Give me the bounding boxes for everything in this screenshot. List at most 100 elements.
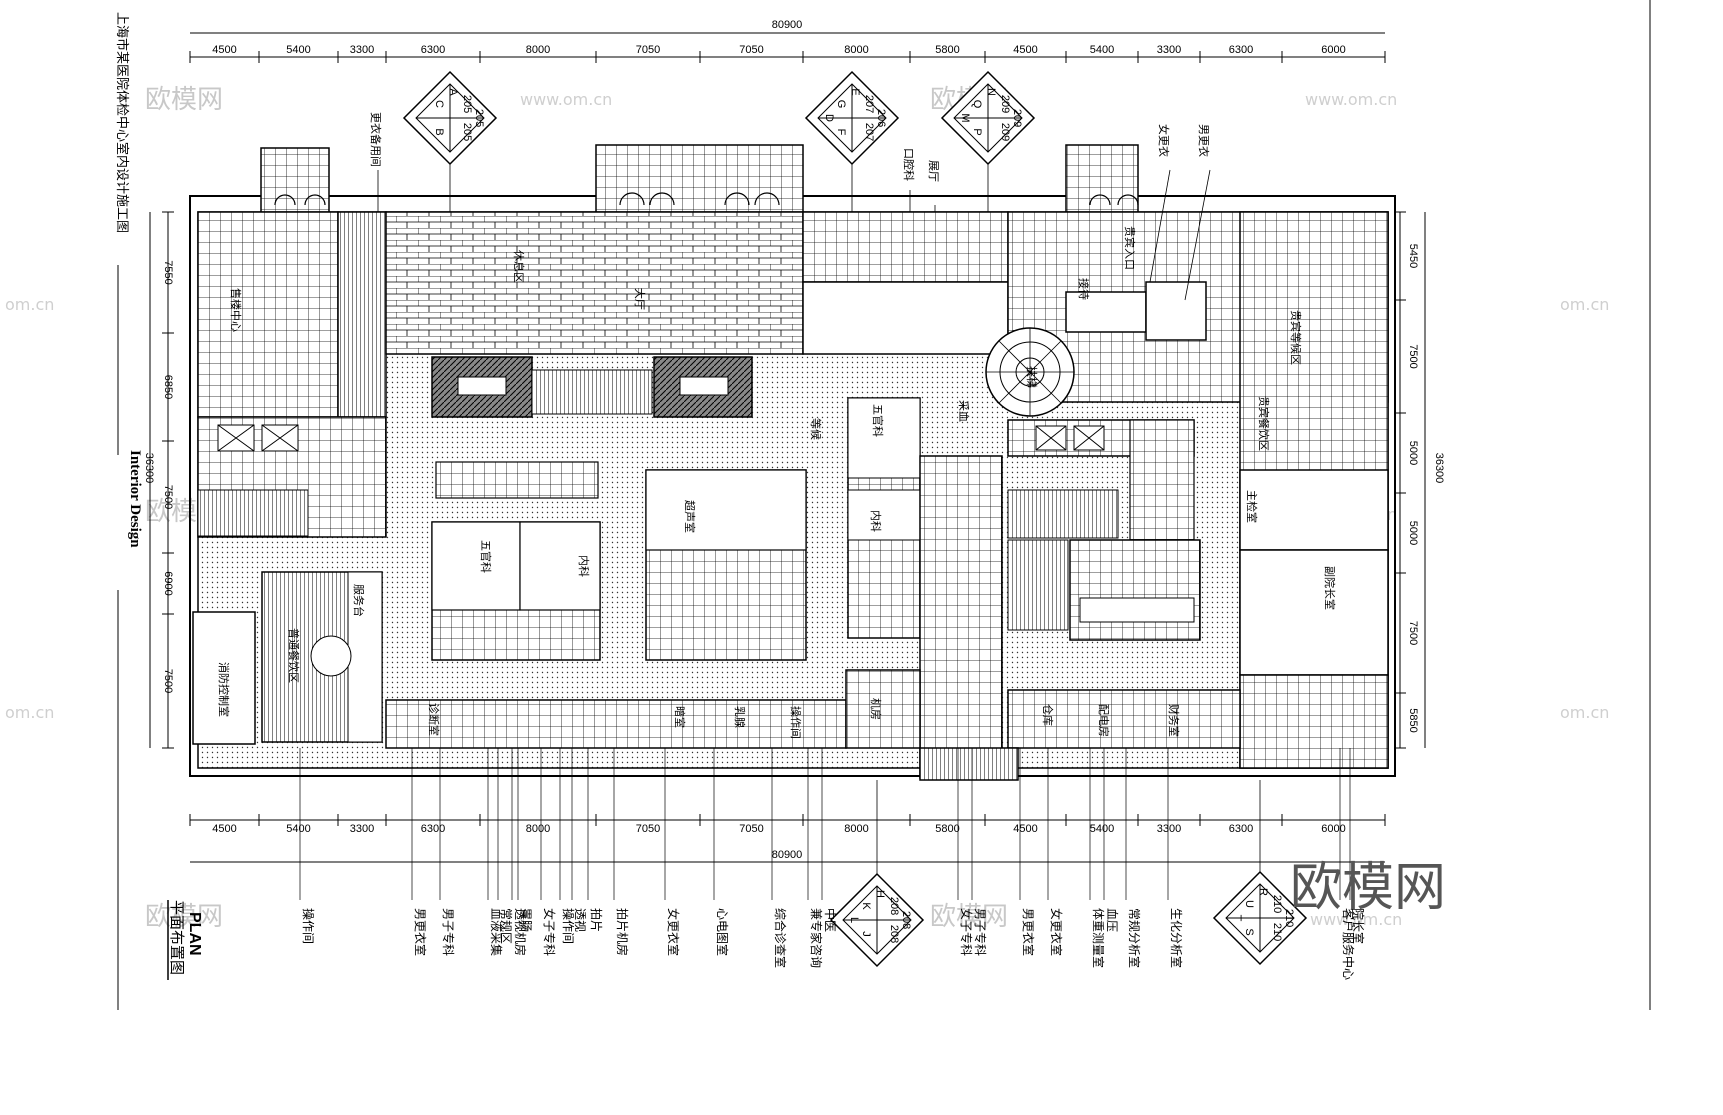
watermark-url: om.cn bbox=[5, 295, 54, 314]
dimension-value: 7050 bbox=[636, 44, 660, 56]
marker-code: N bbox=[985, 88, 997, 96]
marker-code: B bbox=[433, 128, 445, 135]
left-dimension-chain: 7550 6850 7500 6900 7500 bbox=[162, 211, 174, 749]
marker-code: L bbox=[848, 917, 860, 923]
dimension-value: 7500 bbox=[162, 669, 174, 693]
watermark-url: www.om.cn bbox=[1310, 910, 1402, 929]
dimension-value: 6000 bbox=[1321, 44, 1345, 56]
dimension-value: 6850 bbox=[162, 375, 174, 399]
dimension-value: 8000 bbox=[526, 44, 550, 56]
marker-code: 205 bbox=[461, 95, 473, 113]
callout-label: 综合诊查室 bbox=[773, 908, 788, 968]
dimension-value: 5400 bbox=[1090, 44, 1114, 56]
dimension-value: 7550 bbox=[162, 260, 174, 284]
dimension-value: 5400 bbox=[286, 823, 310, 835]
dimension-value: 4500 bbox=[212, 44, 236, 56]
marker-code: 205 bbox=[461, 123, 473, 141]
room-internal-2: 内科 bbox=[869, 510, 883, 532]
watermark-url: www.om.cn bbox=[1305, 90, 1397, 109]
marker-code: 210 bbox=[1271, 895, 1283, 913]
dimension-value: 5000 bbox=[1407, 441, 1419, 465]
callout-label: 常规分析室 bbox=[1127, 908, 1142, 968]
callout-label: 胃肠 bbox=[519, 908, 533, 932]
room-storage: 仓库 bbox=[1041, 704, 1055, 726]
room-ent-2: 五官科 bbox=[871, 404, 885, 437]
watermark-url: www.om.cn bbox=[520, 90, 612, 109]
dimension-value: 5450 bbox=[1407, 244, 1419, 268]
callout-label: 透视机房 bbox=[513, 908, 528, 956]
room-service-desk: 服务台 bbox=[352, 584, 366, 617]
marker-code: S bbox=[1243, 928, 1255, 935]
dimension-value: 8000 bbox=[526, 823, 550, 835]
room-vip-dining: 贵宾餐饮区 bbox=[1257, 396, 1271, 451]
marker-code: M bbox=[959, 113, 971, 122]
marker-code: P bbox=[971, 128, 983, 135]
marker-code: R bbox=[1257, 888, 1269, 896]
marker-code: H bbox=[874, 890, 886, 898]
marker-code: 208 bbox=[888, 925, 900, 943]
watermark-url: om.cn bbox=[1560, 703, 1609, 722]
room-internal-1: 内科 bbox=[577, 555, 591, 577]
dimension-value: 3300 bbox=[350, 823, 374, 835]
room-hall: 大厅 bbox=[633, 288, 647, 310]
watermark-url: om.cn bbox=[5, 703, 54, 722]
room-darkroom: 暗室 bbox=[673, 706, 687, 728]
dimension-value: 6900 bbox=[162, 571, 174, 595]
callout-label: 常规区 bbox=[499, 908, 514, 944]
marker-code: 209 bbox=[999, 95, 1011, 113]
callout-label: 女子专科 bbox=[542, 908, 557, 956]
callout-label: 生化分析室 bbox=[1169, 908, 1184, 968]
room-reception: 接待 bbox=[1077, 278, 1091, 300]
total-width-top: 80900 bbox=[772, 19, 803, 31]
room-rest-area: 休息区 bbox=[512, 250, 526, 283]
brand-watermark: 欧模网 bbox=[1290, 858, 1446, 918]
watermark-text: 欧模网 bbox=[930, 902, 1008, 932]
dimension-value: 3300 bbox=[350, 44, 374, 56]
room-female-changing: 女更衣 bbox=[1157, 124, 1171, 157]
marker-code: 210 bbox=[1283, 909, 1295, 927]
callout-label: 女子专科 bbox=[959, 908, 974, 956]
total-height-left: 36300 bbox=[143, 453, 155, 484]
dimension-value: 6300 bbox=[421, 44, 445, 56]
room-dental: 口腔科 bbox=[902, 148, 916, 181]
top-leaders bbox=[377, 169, 1211, 301]
watermark-text: 欧模网 bbox=[145, 85, 223, 115]
room-power: 配电房 bbox=[1097, 704, 1110, 737]
dimension-value: 7500 bbox=[162, 485, 174, 509]
plan-title-en: PLAN bbox=[186, 912, 203, 956]
marker-code: 209 bbox=[1011, 109, 1023, 127]
room-finance: 财务室 bbox=[1167, 704, 1181, 737]
callout-label: 操作间 bbox=[561, 908, 576, 944]
marker-code: G bbox=[835, 100, 847, 109]
dimension-value: 4500 bbox=[1013, 823, 1037, 835]
room-dining-area: 普通餐饮区 bbox=[287, 628, 301, 683]
dimension-value: 8000 bbox=[844, 44, 868, 56]
callout-label: 中医 bbox=[823, 908, 838, 932]
room-waiting: 等候 bbox=[809, 418, 823, 440]
marker-code: F bbox=[835, 129, 847, 136]
room-machine: 机房 bbox=[869, 698, 883, 720]
marker-code: Q bbox=[971, 100, 983, 109]
room-sales-center: 售楼中心 bbox=[229, 288, 243, 332]
watermark-url: om.cn bbox=[1560, 295, 1609, 314]
callout-label: 体重测量室 bbox=[1091, 908, 1106, 968]
marker-code: 205 bbox=[473, 109, 485, 127]
dimension-value: 5400 bbox=[1090, 823, 1114, 835]
callout-label: 拍片机房 bbox=[615, 908, 630, 956]
building bbox=[189, 144, 1396, 781]
dimension-value: 5800 bbox=[935, 44, 959, 56]
callout-label: 女更衣室 bbox=[666, 908, 681, 956]
marker-code: T bbox=[1231, 915, 1243, 922]
marker-code: 208 bbox=[900, 911, 912, 929]
side-title: Interior Design bbox=[127, 450, 143, 548]
dimension-value: 4500 bbox=[212, 823, 236, 835]
total-width-bottom: 80900 bbox=[772, 849, 803, 861]
dimension-value: 7500 bbox=[1407, 621, 1419, 645]
room-vip-waiting: 贵宾等候区 bbox=[1289, 310, 1303, 365]
